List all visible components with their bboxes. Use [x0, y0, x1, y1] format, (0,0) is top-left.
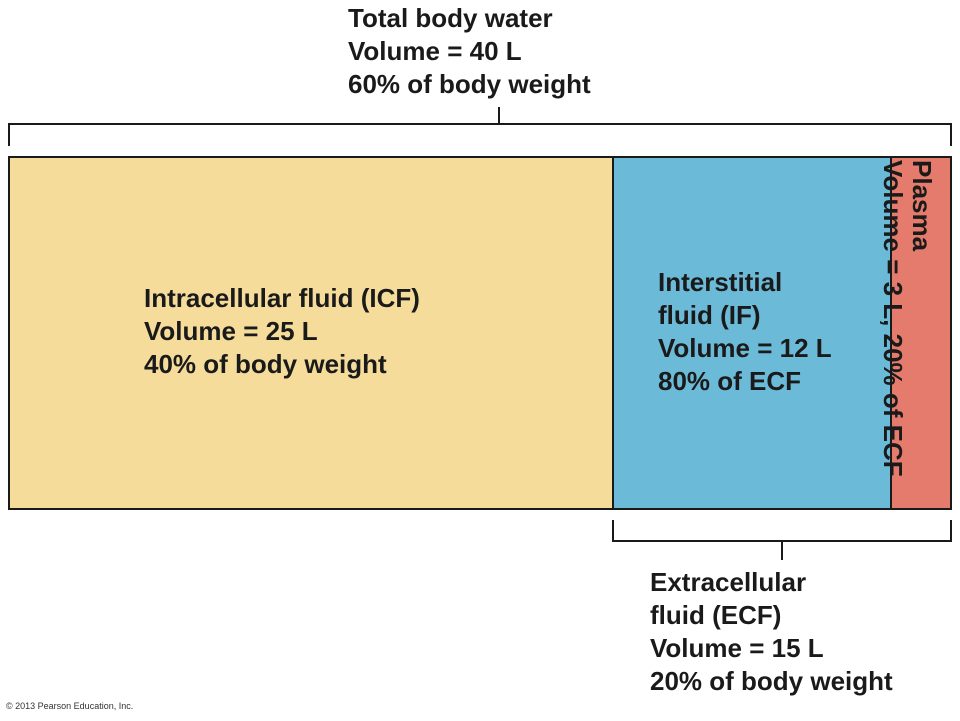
interstitial-title-line2: fluid (IF)	[658, 300, 761, 330]
total-body-water-percent: 60% of body weight	[348, 69, 591, 99]
total-body-water-bracket	[8, 107, 952, 146]
total-body-water-title: Total body water	[348, 3, 553, 33]
ecf-title-line2: fluid (ECF)	[650, 600, 782, 630]
interstitial-label: Interstitial fluid (IF) Volume = 12 L 80…	[658, 266, 832, 398]
copyright-notice: © 2013 Pearson Education, Inc.	[6, 701, 134, 711]
icf-label: Intracellular fluid (ICF) Volume = 25 L …	[144, 282, 420, 381]
interstitial-compartment	[612, 156, 892, 510]
ecf-percent: 20% of body weight	[650, 666, 893, 696]
interstitial-volume: Volume = 12 L	[658, 333, 832, 363]
ecf-label: Extracellular fluid (ECF) Volume = 15 L …	[650, 566, 893, 698]
interstitial-percent: 80% of ECF	[658, 366, 802, 396]
icf-percent: 40% of body weight	[144, 349, 387, 379]
ecf-bracket	[612, 520, 952, 560]
interstitial-title-line1: Interstitial	[658, 267, 783, 297]
plasma-label: Plasma Volume = 3 L, 20% of ECF	[878, 156, 952, 510]
icf-volume: Volume = 25 L	[144, 316, 318, 346]
ecf-volume: Volume = 15 L	[650, 633, 824, 663]
plasma-compartment	[890, 156, 952, 510]
plasma-detail: Volume = 3 L, 20% of ECF	[878, 160, 908, 477]
icf-title: Intracellular fluid (ICF)	[144, 283, 420, 313]
total-body-water-label: Total body water Volume = 40 L 60% of bo…	[348, 2, 591, 101]
icf-compartment	[8, 156, 614, 510]
total-body-water-volume: Volume = 40 L	[348, 36, 522, 66]
ecf-title-line1: Extracellular	[650, 567, 807, 597]
plasma-title: Plasma	[907, 160, 937, 252]
